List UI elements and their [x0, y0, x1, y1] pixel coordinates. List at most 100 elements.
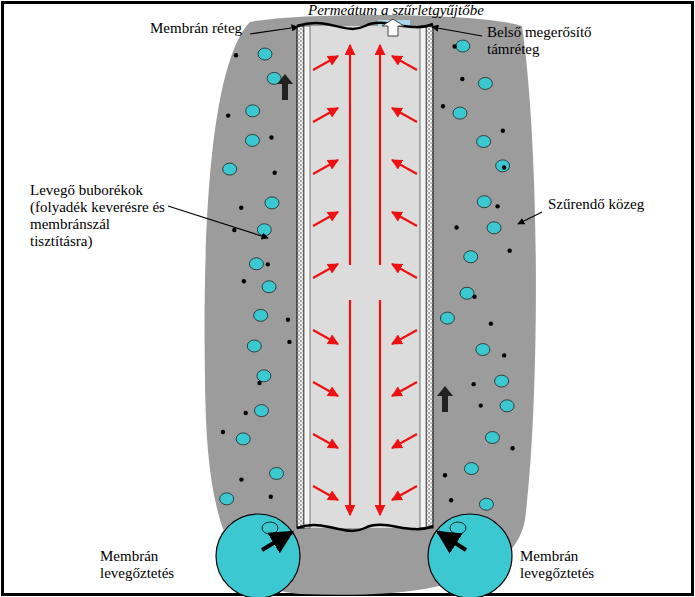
air-bubble [254, 309, 268, 321]
part-label: Membrán levegőztetés [100, 548, 195, 582]
aerator [428, 514, 512, 597]
air-bubble [223, 163, 237, 175]
air-bubble [236, 433, 250, 445]
particle [495, 204, 499, 208]
air-bubble [485, 432, 499, 444]
particle [286, 317, 290, 321]
air-bubble [257, 370, 271, 382]
particle [454, 225, 458, 229]
air-bubble [246, 105, 260, 117]
leader-line [168, 206, 268, 238]
particle [269, 495, 273, 499]
particle [232, 228, 236, 232]
permeate-flow [392, 56, 417, 70]
particle [234, 53, 238, 57]
air-bubble [262, 281, 276, 293]
particle [243, 411, 247, 415]
particle [452, 44, 456, 48]
permeate-flow [313, 160, 338, 174]
air-bubble [440, 312, 454, 324]
permeate-flow [392, 382, 417, 396]
permeate-flow [313, 264, 338, 278]
frame [3, 3, 693, 595]
particle [266, 262, 270, 266]
particle [272, 171, 276, 175]
membrane-layer [426, 26, 433, 528]
permeate-flow [313, 382, 338, 396]
permeate-label: Permeátum a szűrletgyűjtőbe [308, 2, 568, 19]
air-bubble [249, 258, 263, 270]
permeate-flow [349, 300, 351, 515]
fiber-lumen [297, 26, 433, 528]
particle [239, 477, 243, 481]
part-label: Belső megerősítő támréteg [487, 24, 617, 58]
permeate-arrow [382, 19, 404, 36]
air-bubble [464, 251, 478, 263]
particle [443, 473, 447, 477]
air-bubble [220, 493, 234, 505]
particle [269, 135, 273, 139]
particle [460, 77, 464, 81]
air-bubble [478, 77, 492, 89]
fiber-cut [297, 525, 433, 531]
permeate-flow [313, 56, 338, 70]
particle [287, 340, 291, 344]
air-bubble [464, 463, 478, 475]
part-label: Szűrendő közeg [548, 196, 678, 213]
permeate-flow [392, 434, 417, 448]
particle [502, 353, 506, 357]
air-bubble [257, 224, 271, 236]
particle [242, 279, 246, 283]
permeate-flow [392, 264, 417, 278]
permeate-flow [392, 330, 417, 344]
particle [479, 403, 483, 407]
permeate-flow [313, 434, 338, 448]
leader-line [518, 212, 542, 224]
air-bubble [270, 467, 284, 479]
particle [507, 248, 511, 252]
air-bubble [479, 498, 493, 510]
particle [472, 295, 476, 299]
permeate-flow [392, 212, 417, 226]
particle [510, 446, 514, 450]
permeate-flow [313, 108, 338, 122]
permeate-flow [379, 300, 381, 515]
particle [502, 165, 506, 169]
air-bubble [477, 196, 491, 208]
particle [471, 382, 475, 386]
particle [449, 498, 453, 502]
particle [226, 113, 230, 117]
permeate-flow [379, 45, 381, 265]
part-label: Membrán levegőztetés [520, 548, 615, 582]
feed-medium [205, 15, 536, 595]
aerator [216, 514, 300, 597]
particle [257, 381, 261, 385]
particle [441, 104, 445, 108]
air-bubble [247, 340, 261, 352]
permeate-flow [349, 45, 351, 265]
fiber-cut [297, 23, 433, 29]
air-bubble [245, 134, 259, 146]
support-layer [304, 26, 310, 528]
air-bubble [496, 160, 510, 172]
permeate-flow [313, 212, 338, 226]
air-bubble [477, 136, 491, 148]
part-label: Levegő buborékok (folyadék keverésre és … [30, 182, 170, 250]
air-bubble [265, 197, 279, 209]
permeate-flow [313, 330, 338, 344]
particle [501, 129, 505, 133]
support-layer [420, 26, 426, 528]
particle [489, 321, 493, 325]
permeate-flow [392, 108, 417, 122]
air-bubble [476, 344, 490, 356]
air-bubble [460, 287, 474, 299]
air-bubble [258, 48, 272, 60]
air-bubble [487, 222, 501, 234]
particle [221, 430, 225, 434]
particle [239, 206, 243, 210]
part-label: Membrán réteg [150, 20, 250, 37]
air-bubble [495, 375, 509, 387]
membrane-layer [297, 26, 304, 528]
air-bubble [453, 107, 467, 119]
permeate-flow [392, 486, 417, 500]
